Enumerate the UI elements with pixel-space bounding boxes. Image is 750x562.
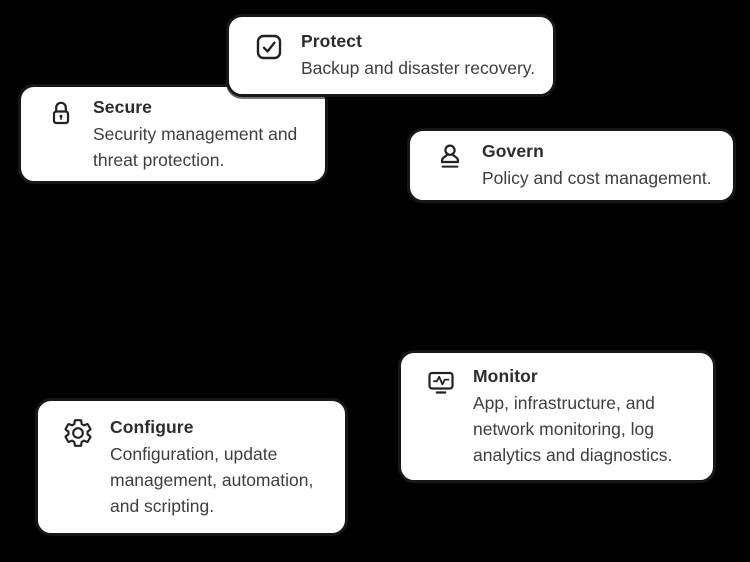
card-protect: Protect Backup and disaster recovery. [226, 14, 556, 97]
card-description: Security management and threat protectio… [93, 123, 298, 170]
card-title: Configure [110, 416, 194, 437]
card-govern: Govern Policy and cost management. [407, 128, 736, 203]
monitor-pulse-icon [424, 366, 458, 400]
card-secure: Secure Security management and threat pr… [18, 84, 328, 184]
card-title: Govern [482, 141, 544, 161]
card-monitor: Monitor App, infrastructure, and network… [398, 350, 716, 483]
card-description: Configuration, update management, automa… [110, 443, 314, 516]
card-title: Monitor [473, 366, 538, 386]
card-description: App, infrastructure, and network monitor… [473, 393, 673, 465]
padlock-icon [44, 97, 78, 131]
card-configure: Configure Configuration, update manageme… [35, 398, 348, 536]
card-title: Secure [93, 96, 152, 117]
card-description: Backup and disaster recovery. [301, 58, 536, 78]
stamp-icon [433, 141, 467, 175]
gear-icon [61, 417, 95, 451]
card-description: Policy and cost management. [482, 168, 712, 188]
card-title: Protect [301, 31, 362, 51]
checkbox-check-icon [252, 31, 286, 65]
